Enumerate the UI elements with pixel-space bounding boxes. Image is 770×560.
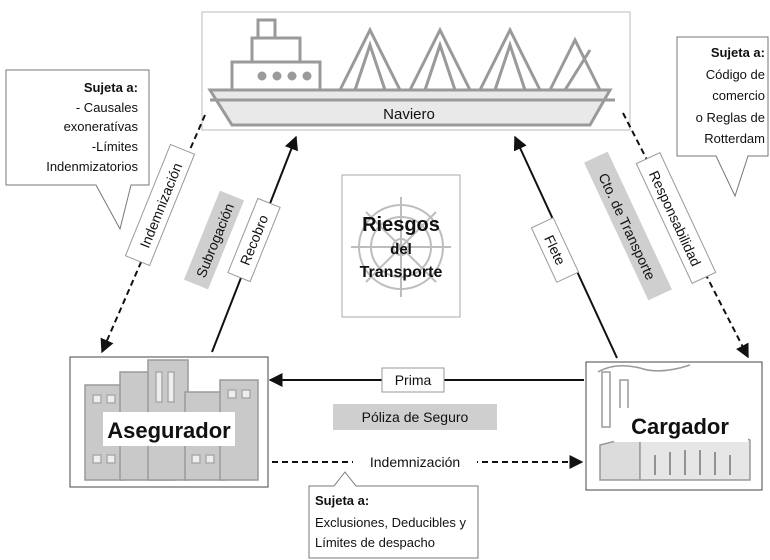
callout-right: Sujeta a: Código de comercio o Reglas de… bbox=[676, 36, 769, 198]
naviero-label: Naviero bbox=[383, 106, 435, 123]
ship-wheel-icon bbox=[351, 197, 451, 297]
callout-left-line4: Indenmizatorios bbox=[46, 159, 138, 174]
callout-bottom-line1: Exclusiones, Deducibles y bbox=[315, 515, 467, 530]
naviero-node: Naviero bbox=[201, 11, 631, 131]
asegurador-label: Asegurador bbox=[107, 418, 231, 443]
callout-right-line3: o Reglas de bbox=[696, 110, 765, 125]
responsabilidad-arrow bbox=[622, 112, 749, 359]
callout-left-line2: exoneratívas bbox=[64, 119, 139, 134]
poliza-label: Póliza de Seguro bbox=[362, 409, 469, 425]
callout-right-line4: Rotterdam bbox=[704, 131, 765, 146]
callout-left-title: Sujeta a: bbox=[84, 80, 138, 95]
prima-label: Prima bbox=[395, 372, 432, 388]
center-title-line3: Transporte bbox=[360, 264, 443, 281]
center-title-line2: del bbox=[390, 241, 412, 258]
indemnizacion-bottom-label: Indemnización bbox=[370, 454, 460, 470]
callout-right-line2: comercio bbox=[712, 88, 765, 103]
callout-bottom-line2: Límites de despacho bbox=[315, 535, 435, 550]
center-node: Riesgos del Transporte bbox=[341, 174, 461, 318]
callout-right-line1: Código de bbox=[706, 67, 765, 82]
asegurador-node: Asegurador bbox=[69, 356, 269, 488]
callout-left-line3: -Límites bbox=[92, 139, 139, 154]
callout-left: Sujeta a: - Causales exoneratívas -Límit… bbox=[5, 69, 150, 231]
callout-left-line1: - Causales bbox=[76, 100, 139, 115]
callout-bottom-title: Sujeta a: bbox=[315, 493, 369, 508]
center-title-line1: Riesgos bbox=[362, 214, 440, 236]
cargador-label: Cargador bbox=[631, 414, 729, 439]
callout-bottom: Sujeta a: Exclusiones, Deducibles y Lími… bbox=[308, 471, 479, 559]
callout-right-title: Sujeta a: bbox=[711, 45, 765, 60]
ship-icon bbox=[207, 18, 615, 127]
cargador-node: Cargador bbox=[585, 361, 763, 491]
